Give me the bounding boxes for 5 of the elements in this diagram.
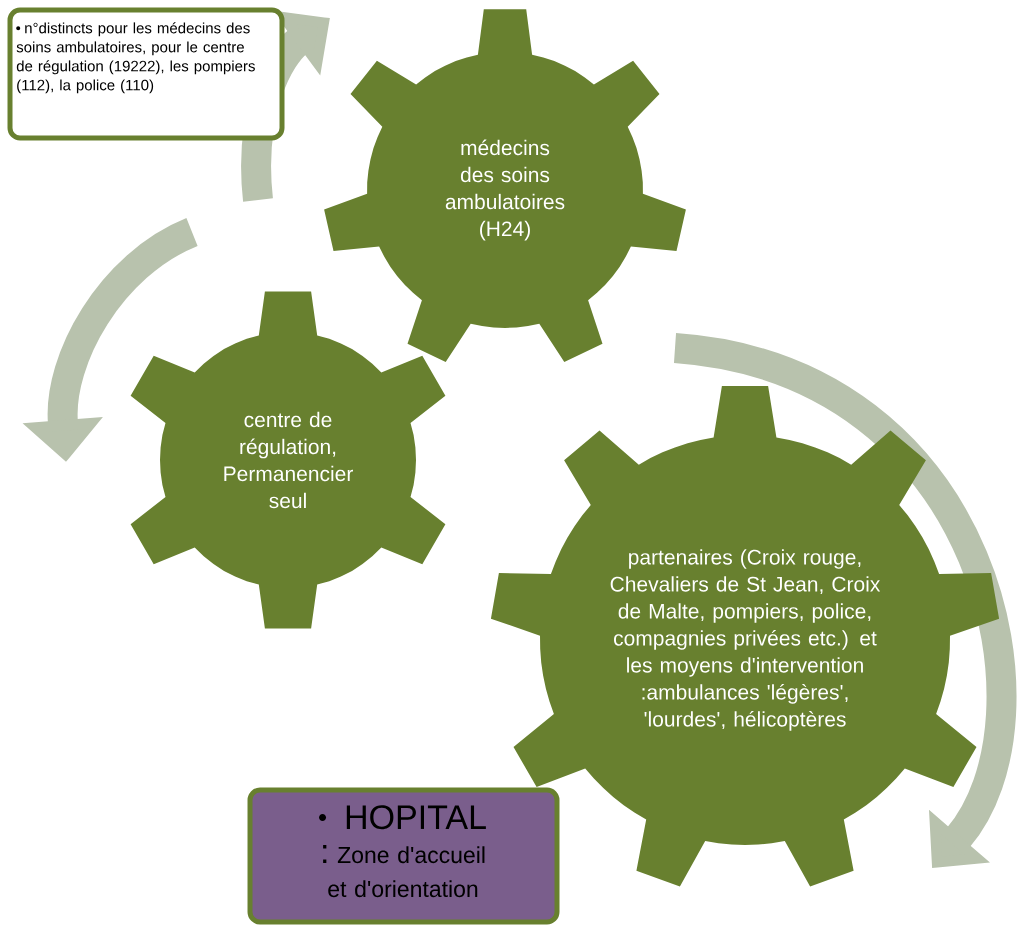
gear: centre de régulation, Permanencier seul <box>130 291 446 629</box>
callout-box: n°distincts pour les médecins des soins ambulatoires, pour le centre de régulation (19222), les pompiers (112), la police (110) <box>7 7 285 141</box>
hospital-box: HOPITAL : Zone d'accueil et d'orientation <box>247 787 560 925</box>
gear: médecins des soins ambulatoires (H24) <box>324 9 686 363</box>
gear: partenaires (Croix rouge, Chevaliers de St Jean, Croix de Malte, pompiers, police, compagnies privées etc.) et les moyens d'intervention :ambulances 'légères', 'lourdes', hélicoptères <box>490 386 1000 887</box>
